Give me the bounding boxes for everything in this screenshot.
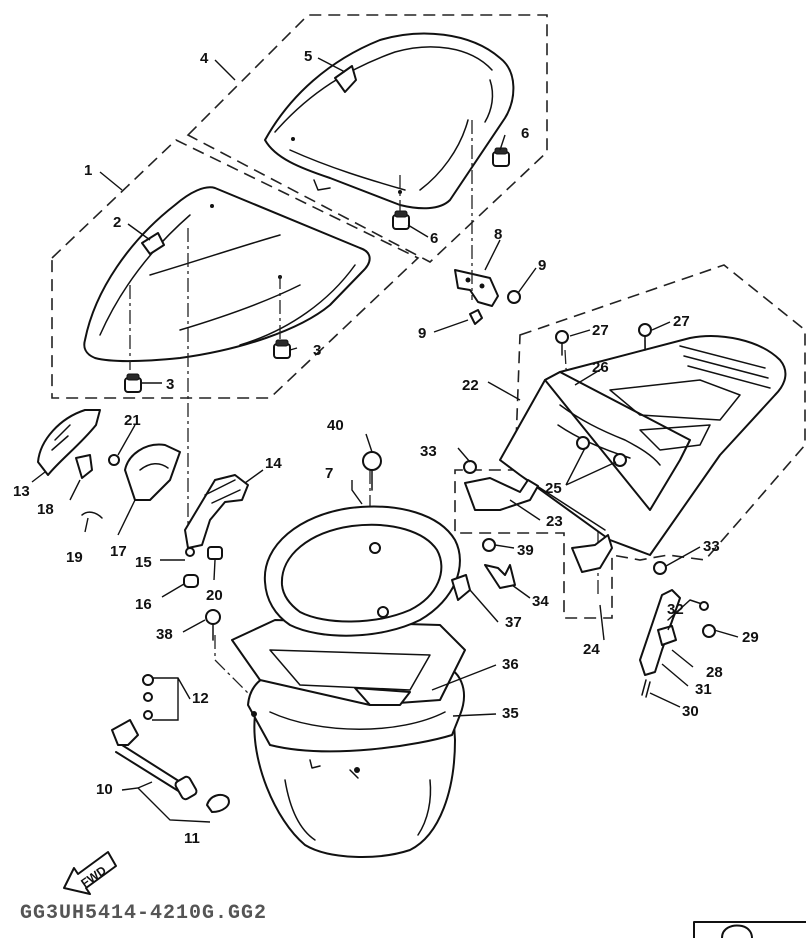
callout-2: 2 bbox=[113, 214, 121, 231]
callout-19: 19 bbox=[66, 549, 83, 566]
callout-27a: 27 bbox=[592, 322, 609, 339]
storage-box-tray bbox=[231, 619, 466, 706]
callout-27b: 27 bbox=[673, 313, 690, 330]
callout-12: 12 bbox=[192, 690, 209, 707]
screws-38-40 bbox=[205, 451, 496, 641]
callout-3b: 3 bbox=[166, 376, 174, 393]
callout-leaders bbox=[31, 57, 739, 823]
callout-20: 20 bbox=[206, 587, 223, 604]
callout-35: 35 bbox=[502, 705, 519, 722]
corner-logo-fragment bbox=[693, 921, 806, 938]
callout-36: 36 bbox=[502, 656, 519, 673]
callout-37: 37 bbox=[505, 614, 522, 631]
callout-38: 38 bbox=[156, 626, 173, 643]
carrier-brackets bbox=[464, 477, 613, 589]
seat-damper-parts bbox=[124, 147, 510, 393]
callout-4: 4 bbox=[200, 50, 209, 67]
callout-33a: 33 bbox=[420, 443, 437, 460]
callout-24: 24 bbox=[583, 641, 600, 658]
callout-21: 21 bbox=[124, 412, 141, 429]
callout-14: 14 bbox=[265, 455, 282, 472]
hook-bracket bbox=[183, 474, 249, 588]
callout-9a: 9 bbox=[538, 257, 546, 274]
callout-9b: 9 bbox=[418, 325, 426, 342]
rear-carrier bbox=[499, 335, 787, 556]
callout-labels: 1 2 3 3 4 5 6 6 7 8 9 9 10 11 12 13 14 1… bbox=[13, 48, 759, 847]
callout-11: 11 bbox=[184, 830, 200, 847]
callout-5: 5 bbox=[304, 48, 312, 65]
front-seat bbox=[83, 186, 371, 362]
callout-1: 1 bbox=[84, 162, 92, 179]
callout-34: 34 bbox=[532, 593, 549, 610]
callout-16: 16 bbox=[135, 596, 152, 613]
callout-31: 31 bbox=[695, 681, 712, 698]
callout-7: 7 bbox=[325, 465, 333, 482]
rear-seat-group-outline bbox=[186, 14, 548, 263]
callout-3a: 3 bbox=[313, 342, 321, 359]
carrier-bolts bbox=[463, 323, 667, 575]
callout-33b: 33 bbox=[703, 538, 720, 555]
callout-25: 25 bbox=[545, 480, 562, 497]
callout-6b: 6 bbox=[430, 230, 438, 247]
front-seat-group-outline bbox=[51, 139, 420, 399]
forward-arrow-icon: FWD bbox=[63, 851, 117, 895]
storage-box-seal bbox=[263, 505, 471, 637]
lock-cover-parts bbox=[37, 409, 181, 519]
rear-seat bbox=[264, 32, 515, 210]
callout-39: 39 bbox=[517, 542, 534, 559]
callout-23: 23 bbox=[546, 513, 563, 530]
callout-8: 8 bbox=[494, 226, 502, 243]
seat-lock-cable bbox=[111, 674, 230, 813]
callout-26: 26 bbox=[592, 359, 609, 376]
callout-32: 32 bbox=[667, 601, 684, 618]
callout-10: 10 bbox=[96, 781, 113, 798]
callout-22: 22 bbox=[462, 377, 479, 394]
callout-30: 30 bbox=[682, 703, 699, 720]
callout-6a: 6 bbox=[521, 125, 529, 142]
callout-29: 29 bbox=[742, 629, 759, 646]
callout-15: 15 bbox=[135, 554, 152, 571]
drawing-code: GG3UH5414-4210G.GG2 bbox=[20, 902, 267, 925]
callout-28: 28 bbox=[706, 664, 723, 681]
carrier-group-outline bbox=[454, 264, 806, 619]
seat-hinge-bracket bbox=[454, 269, 521, 325]
callout-18: 18 bbox=[37, 501, 54, 518]
callout-13: 13 bbox=[13, 483, 30, 500]
callout-17: 17 bbox=[110, 543, 127, 560]
callout-40: 40 bbox=[327, 417, 344, 434]
